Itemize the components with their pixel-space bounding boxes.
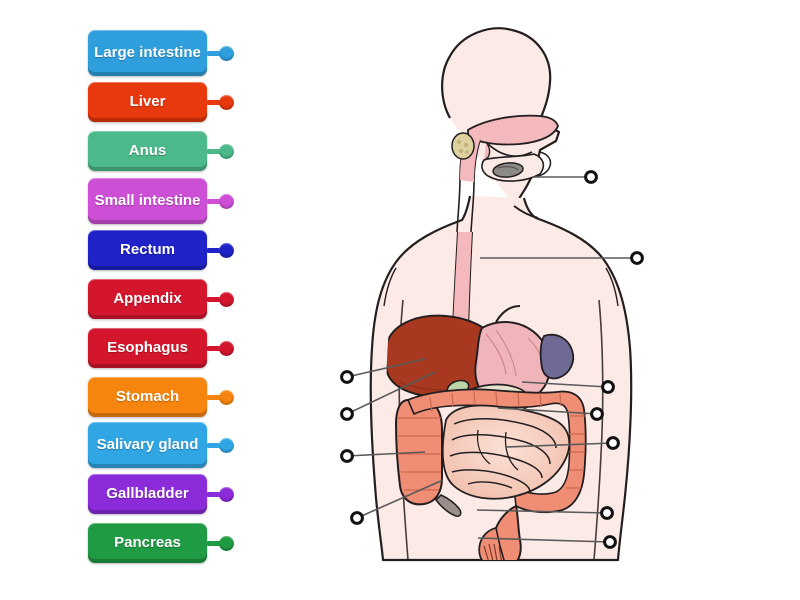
connector-stem-icon [207, 99, 220, 105]
connector-stem-icon [207, 394, 220, 400]
label-connector-rectum [207, 242, 234, 258]
connector-knob-icon[interactable] [219, 242, 234, 258]
drop-target-target-7[interactable] [601, 380, 615, 394]
label-connector-pancreas [207, 535, 234, 551]
leader-line-target-8 [497, 407, 598, 415]
label-row-gallbladder: Gallbladder [88, 474, 234, 514]
draggable-label-small-intestine[interactable]: Small intestine [88, 178, 207, 224]
drop-target-target-2[interactable] [630, 251, 644, 265]
digestive-system-diagram [300, 0, 800, 600]
drop-target-target-11[interactable] [603, 535, 617, 549]
drop-target-target-10[interactable] [600, 506, 614, 520]
connector-stem-icon [207, 442, 220, 448]
label-connector-esophagus [207, 340, 234, 356]
connector-knob-icon[interactable] [219, 486, 234, 502]
drop-target-target-9[interactable] [606, 436, 620, 450]
draggable-label-appendix[interactable]: Appendix [88, 279, 207, 319]
leader-line-target-4 [346, 371, 436, 415]
label-row-rectum: Rectum [88, 230, 234, 270]
connector-knob-icon[interactable] [219, 94, 234, 110]
connector-stem-icon [207, 50, 220, 56]
draggable-label-salivary-gland[interactable]: Salivary gland [88, 422, 207, 468]
connector-stem-icon [207, 198, 220, 204]
label-row-salivary-gland: Salivary gland [88, 422, 234, 468]
connector-knob-icon[interactable] [219, 535, 234, 551]
draggable-label-pancreas[interactable]: Pancreas [88, 523, 207, 563]
draggable-label-anus[interactable]: Anus [88, 131, 207, 171]
leader-line-target-6 [356, 479, 444, 519]
draggable-label-liver[interactable]: Liver [88, 82, 207, 122]
connector-knob-icon[interactable] [219, 193, 234, 209]
connector-knob-icon[interactable] [219, 291, 234, 307]
label-row-large-intestine: Large intestine [88, 30, 234, 76]
label-row-esophagus: Esophagus [88, 328, 234, 368]
label-row-appendix: Appendix [88, 279, 234, 319]
leader-line-target-7 [521, 381, 609, 388]
label-connector-small-intestine [207, 193, 234, 209]
connector-knob-icon[interactable] [219, 389, 234, 405]
connector-stem-icon [207, 296, 220, 302]
draggable-label-rectum[interactable]: Rectum [88, 230, 207, 270]
connector-stem-icon [207, 247, 220, 253]
drop-targets-layer [340, 170, 644, 549]
connector-knob-icon[interactable] [219, 437, 234, 453]
drop-target-target-3[interactable] [340, 370, 354, 384]
draggable-label-large-intestine[interactable]: Large intestine [88, 30, 207, 76]
spleen-structure [539, 333, 575, 380]
label-row-pancreas: Pancreas [88, 523, 234, 563]
leader-line-target-5 [346, 451, 426, 457]
label-connector-anus [207, 143, 234, 159]
leader-line-target-9 [504, 442, 614, 448]
drop-target-target-8[interactable] [590, 407, 604, 421]
drop-target-target-1[interactable] [584, 170, 598, 184]
drop-target-target-4[interactable] [340, 407, 354, 421]
drop-target-target-6[interactable] [350, 511, 364, 525]
label-connector-large-intestine [207, 45, 234, 61]
leader-line-target-3 [346, 358, 426, 378]
label-connector-gallbladder [207, 486, 234, 502]
label-row-stomach: Stomach [88, 377, 234, 417]
upper-digestive-tract [451, 114, 559, 233]
leader-line-target-10 [476, 509, 608, 514]
label-row-liver: Liver [88, 82, 234, 122]
label-connector-salivary-gland [207, 437, 234, 453]
connector-knob-icon[interactable] [219, 340, 234, 356]
connector-stem-icon [207, 540, 220, 546]
connector-knob-icon[interactable] [219, 143, 234, 159]
connector-stem-icon [207, 345, 220, 351]
label-connector-appendix [207, 291, 234, 307]
draggable-label-gallbladder[interactable]: Gallbladder [88, 474, 207, 514]
draggable-label-stomach[interactable]: Stomach [88, 377, 207, 417]
connector-stem-icon [207, 148, 220, 154]
label-row-small-intestine: Small intestine [88, 178, 234, 224]
label-connector-liver [207, 94, 234, 110]
draggable-label-esophagus[interactable]: Esophagus [88, 328, 207, 368]
drop-target-target-5[interactable] [340, 449, 354, 463]
label-connector-stomach [207, 389, 234, 405]
label-row-anus: Anus [88, 131, 234, 171]
salivary-gland-structure [451, 132, 475, 160]
connector-knob-icon[interactable] [219, 45, 234, 61]
small-intestine-structure [441, 404, 571, 500]
abdominal-organs [386, 305, 587, 560]
leader-lines-layer [346, 176, 637, 543]
connector-stem-icon [207, 491, 220, 497]
leader-line-target-11 [477, 537, 611, 543]
